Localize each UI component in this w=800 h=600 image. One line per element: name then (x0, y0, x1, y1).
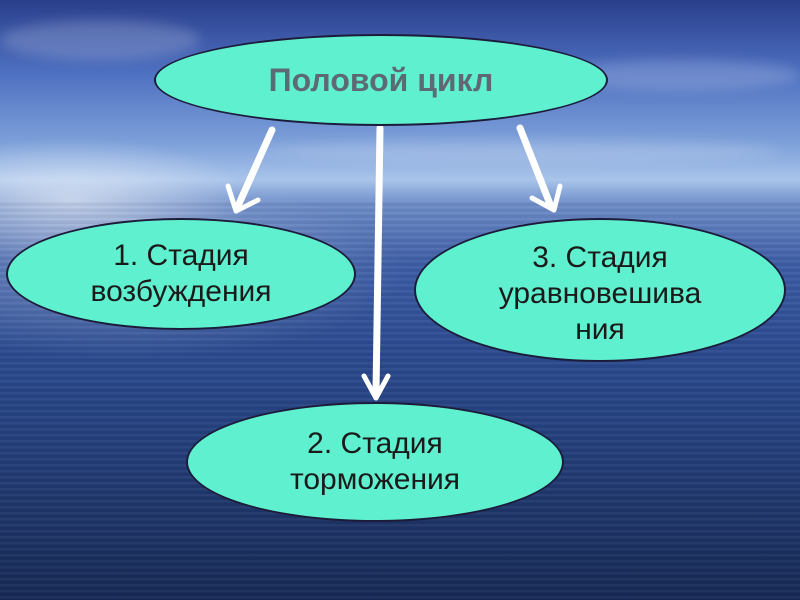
root-node: Половой цикл (154, 34, 608, 126)
arrow-to-stage1 (225, 126, 276, 214)
root-node-label: Половой цикл (268, 62, 494, 98)
stage-node-2-label: 2. Стадия торможения (289, 427, 461, 496)
arrow-to-stage2 (361, 124, 391, 401)
stage-node-2: 2. Стадия торможения (186, 402, 564, 522)
cloud-streak (0, 20, 200, 60)
stage-node-3-label: 3. Стадия уравновешива ния (498, 241, 702, 346)
stage-node-3: 3. Стадия уравновешива ния (414, 218, 786, 362)
cloud-streak (260, 140, 780, 162)
stage-node-1-label: 1. Стадия возбуждения (90, 239, 272, 308)
stage-node-1: 1. Стадия возбуждения (6, 218, 356, 330)
arrow-to-stage3 (516, 124, 563, 213)
